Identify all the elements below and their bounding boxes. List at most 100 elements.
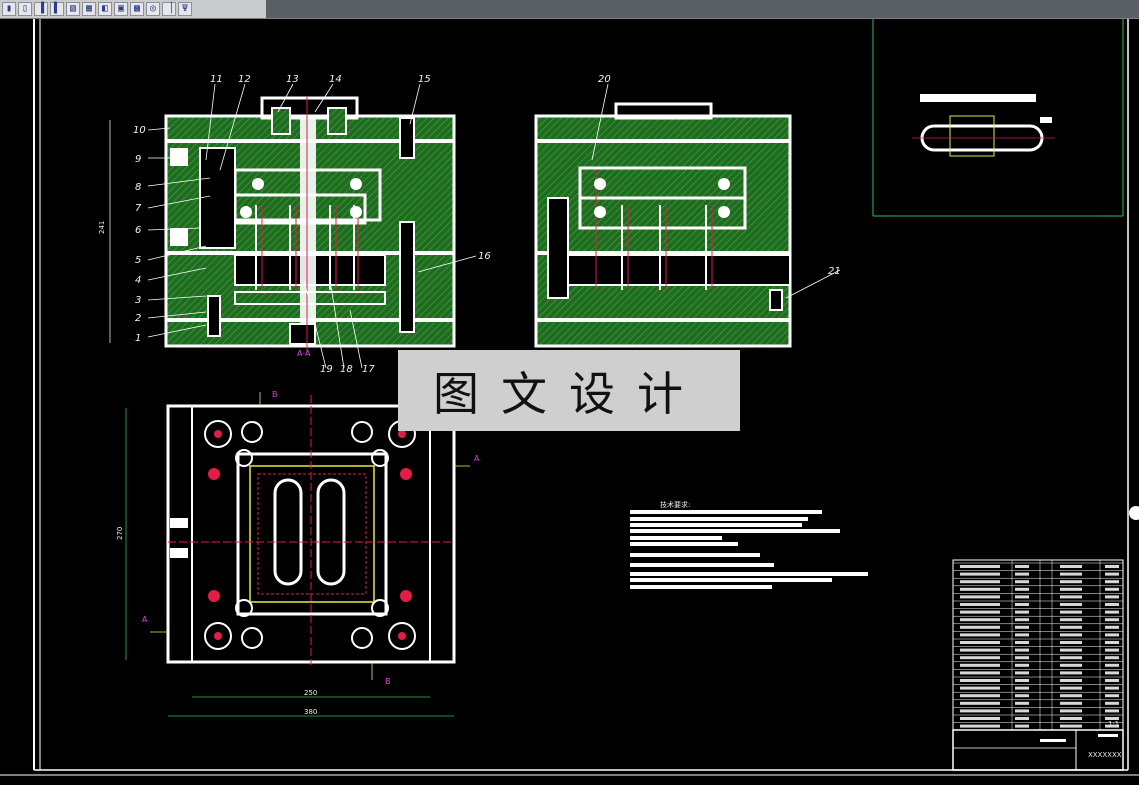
dim-width-outer: 380 [304, 708, 317, 716]
parts-list-cell [1060, 625, 1082, 629]
parts-list-cell [960, 686, 1000, 690]
parts-list [952, 559, 1124, 771]
parts-list-cell [960, 610, 1000, 614]
pin-icon[interactable]: ▕ [162, 2, 176, 16]
parts-list-cell [1105, 565, 1119, 568]
parts-list-cell [1105, 625, 1119, 629]
parts-list-cell [960, 679, 1000, 682]
scroll-handle [1129, 506, 1139, 520]
parts-list-cell [1015, 694, 1029, 698]
parts-list-cell [1105, 618, 1119, 622]
parts-list-cell [1060, 679, 1082, 682]
column-icon[interactable]: ▯ [18, 2, 32, 16]
parts-list-cell [1060, 724, 1082, 728]
parts-list-cell [1105, 648, 1119, 652]
parts-list-cell [1015, 625, 1029, 629]
align-icon[interactable]: ▌ [50, 2, 64, 16]
parts-list-cell [960, 633, 1000, 637]
section-mark-a-right: A [474, 454, 480, 463]
part-number-21: 21 [828, 266, 841, 277]
parts-list-cell [1015, 679, 1029, 682]
parts-list-cell [1060, 580, 1082, 584]
parts-list-cell [1015, 701, 1029, 705]
pattern-icon[interactable]: ▩ [130, 2, 144, 16]
parts-list-cell [1015, 610, 1029, 614]
parts-list-cell [1105, 686, 1119, 690]
parts-list-cell [1060, 633, 1082, 637]
parts-list-cell [1060, 709, 1082, 713]
parts-list-cell [1060, 595, 1082, 599]
dim-height-plan: 270 [116, 527, 124, 540]
watermark: 图文设计 [398, 350, 740, 431]
parts-list-cell [960, 717, 1000, 720]
parts-list-cell [1015, 717, 1029, 720]
parts-list-cell [1060, 587, 1082, 591]
parts-list-cell [1105, 633, 1119, 637]
toolbar: ▮▯▐▌▧▦◧▣▩◎▕Ψ [0, 0, 1139, 19]
parts-list-cell [1015, 709, 1029, 713]
parts-list-cell [1015, 686, 1029, 690]
cad-canvas[interactable]: 1 2 3 4 5 6 7 8 9 10 11 12 13 14 15 16 1… [0, 19, 1139, 781]
part-number-2: 2 [135, 313, 141, 324]
split-icon[interactable]: ◧ [98, 2, 112, 16]
frame-icon[interactable]: ▣ [114, 2, 128, 16]
parts-list-cell [1060, 694, 1082, 698]
drawing-svg: 1 2 3 4 5 6 7 8 9 10 11 12 13 14 15 16 1… [0, 19, 1139, 776]
target-icon[interactable]: ◎ [146, 2, 160, 16]
parts-list-cell [960, 701, 1000, 705]
part-number-13: 13 [286, 74, 299, 85]
parts-list-cell [1015, 663, 1029, 667]
parts-list-cell [1105, 694, 1119, 698]
parts-list-cell [1060, 701, 1082, 705]
plan-view [125, 392, 470, 717]
parts-list-cell [960, 709, 1000, 713]
parts-list-cell [960, 694, 1000, 698]
parts-list-cell [1060, 686, 1082, 690]
parts-list-cell [960, 572, 1000, 576]
parts-list-cell [1105, 671, 1119, 675]
parts-list-cell [1015, 565, 1029, 568]
section-mark-b-top: B [272, 390, 278, 399]
parts-list-cell [1105, 701, 1119, 705]
part-number-7: 7 [135, 203, 142, 214]
fork-icon[interactable]: Ψ [178, 2, 192, 16]
part-number-6: 6 [135, 225, 141, 236]
column-left-icon[interactable]: ▐ [34, 2, 48, 16]
section-label-a-a: A-A [297, 349, 311, 358]
part-number-3: 3 [135, 295, 141, 306]
bar-icon[interactable]: ▮ [2, 2, 16, 16]
parts-list-cell [960, 663, 1000, 667]
parts-list-cell [1105, 572, 1119, 576]
parts-list-cell [1015, 724, 1029, 728]
part-number-1: 1 [135, 333, 141, 344]
part-number-15: 15 [418, 74, 431, 85]
parts-list-cell [1060, 671, 1082, 675]
parts-list-cell [1105, 587, 1119, 591]
watermark-text: 图文设计 [433, 366, 705, 421]
section-mark-b-bottom: B [385, 677, 391, 686]
parts-list-cell [960, 565, 1000, 568]
grid-icon[interactable]: ▦ [82, 2, 96, 16]
parts-list-cell [960, 618, 1000, 622]
parts-list-cell [1105, 595, 1119, 599]
part-number-20: 20 [598, 74, 611, 85]
parts-list-cell [1105, 717, 1119, 720]
parts-list-cell [1015, 580, 1029, 584]
part-number-5: 5 [135, 255, 141, 266]
parts-list-cell [1105, 663, 1119, 667]
parts-list-cell [1060, 648, 1082, 652]
parts-list-cell [1060, 641, 1082, 644]
toolbar-panel: ▮▯▐▌▧▦◧▣▩◎▕Ψ [0, 0, 266, 18]
parts-list-cell [1015, 603, 1029, 606]
parts-list-cell [1015, 671, 1029, 675]
hatch-icon[interactable]: ▧ [66, 2, 80, 16]
parts-list-cell [1060, 717, 1082, 720]
dim-width-inner: 250 [304, 689, 317, 697]
parts-list-cell [1060, 663, 1082, 667]
parts-list-cell [1105, 603, 1119, 606]
parts-list-cell [1015, 633, 1029, 637]
dim-height-left: 241 [98, 221, 106, 234]
tech-requirements-lines [630, 510, 868, 589]
parts-list-cell [960, 724, 1000, 728]
part-number-12: 12 [238, 74, 251, 85]
